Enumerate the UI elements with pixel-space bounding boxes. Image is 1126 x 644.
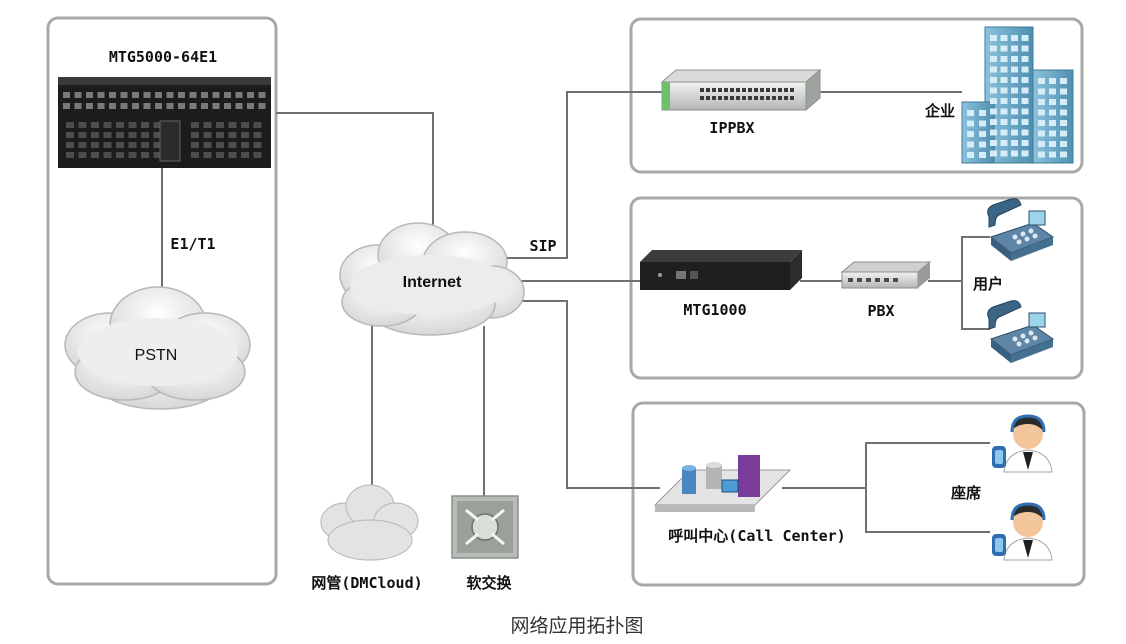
ippbx-device bbox=[660, 68, 822, 112]
e1t1-label: E1/T1 bbox=[170, 235, 215, 253]
softswitch-label: 软交换 bbox=[466, 574, 512, 592]
dmcloud-cloud bbox=[320, 484, 419, 561]
agents-label: 座席 bbox=[950, 484, 981, 502]
ippbx-label: IPPBX bbox=[709, 119, 754, 137]
callcenter-panel bbox=[631, 401, 1086, 587]
link-mtg5000-internet bbox=[276, 112, 434, 245]
mtg1000-label: MTG1000 bbox=[683, 301, 746, 319]
enterprise-building-icon bbox=[961, 26, 1074, 164]
connection-lines bbox=[161, 91, 990, 533]
pstn-label: PSTN bbox=[135, 347, 178, 364]
mtg5000-label: MTG5000-64E1 bbox=[109, 48, 217, 66]
sip-label: SIP bbox=[529, 237, 556, 255]
mtg1000-device bbox=[640, 250, 802, 290]
phone-icon bbox=[987, 198, 1055, 261]
enterprise-label: 企业 bbox=[924, 102, 955, 120]
phone-icon bbox=[987, 300, 1055, 363]
call-center-label: 呼叫中心(Call Center) bbox=[668, 527, 845, 545]
internet-label: Internet bbox=[403, 274, 462, 291]
link-users-bracket bbox=[961, 236, 990, 330]
link-agents-bracket bbox=[865, 442, 990, 533]
dmcloud-label: 网管(DMCloud) bbox=[311, 574, 422, 592]
mtg5000-device bbox=[58, 77, 271, 168]
link-internet-callcenter bbox=[505, 300, 660, 489]
pbx-label: PBX bbox=[867, 302, 894, 320]
agent-icon bbox=[992, 414, 1053, 473]
agent-icon bbox=[992, 502, 1053, 561]
diagram-caption: 网络应用拓扑图 bbox=[510, 615, 643, 637]
left-panel bbox=[46, 16, 278, 586]
enterprise-panel bbox=[629, 17, 1084, 174]
call-center-icon bbox=[653, 455, 792, 512]
softswitch-device bbox=[451, 495, 519, 559]
link-sip-ippbx bbox=[495, 91, 662, 259]
pbx-device bbox=[840, 261, 932, 289]
users-label: 用户 bbox=[973, 275, 1003, 293]
user-panel bbox=[629, 196, 1084, 380]
